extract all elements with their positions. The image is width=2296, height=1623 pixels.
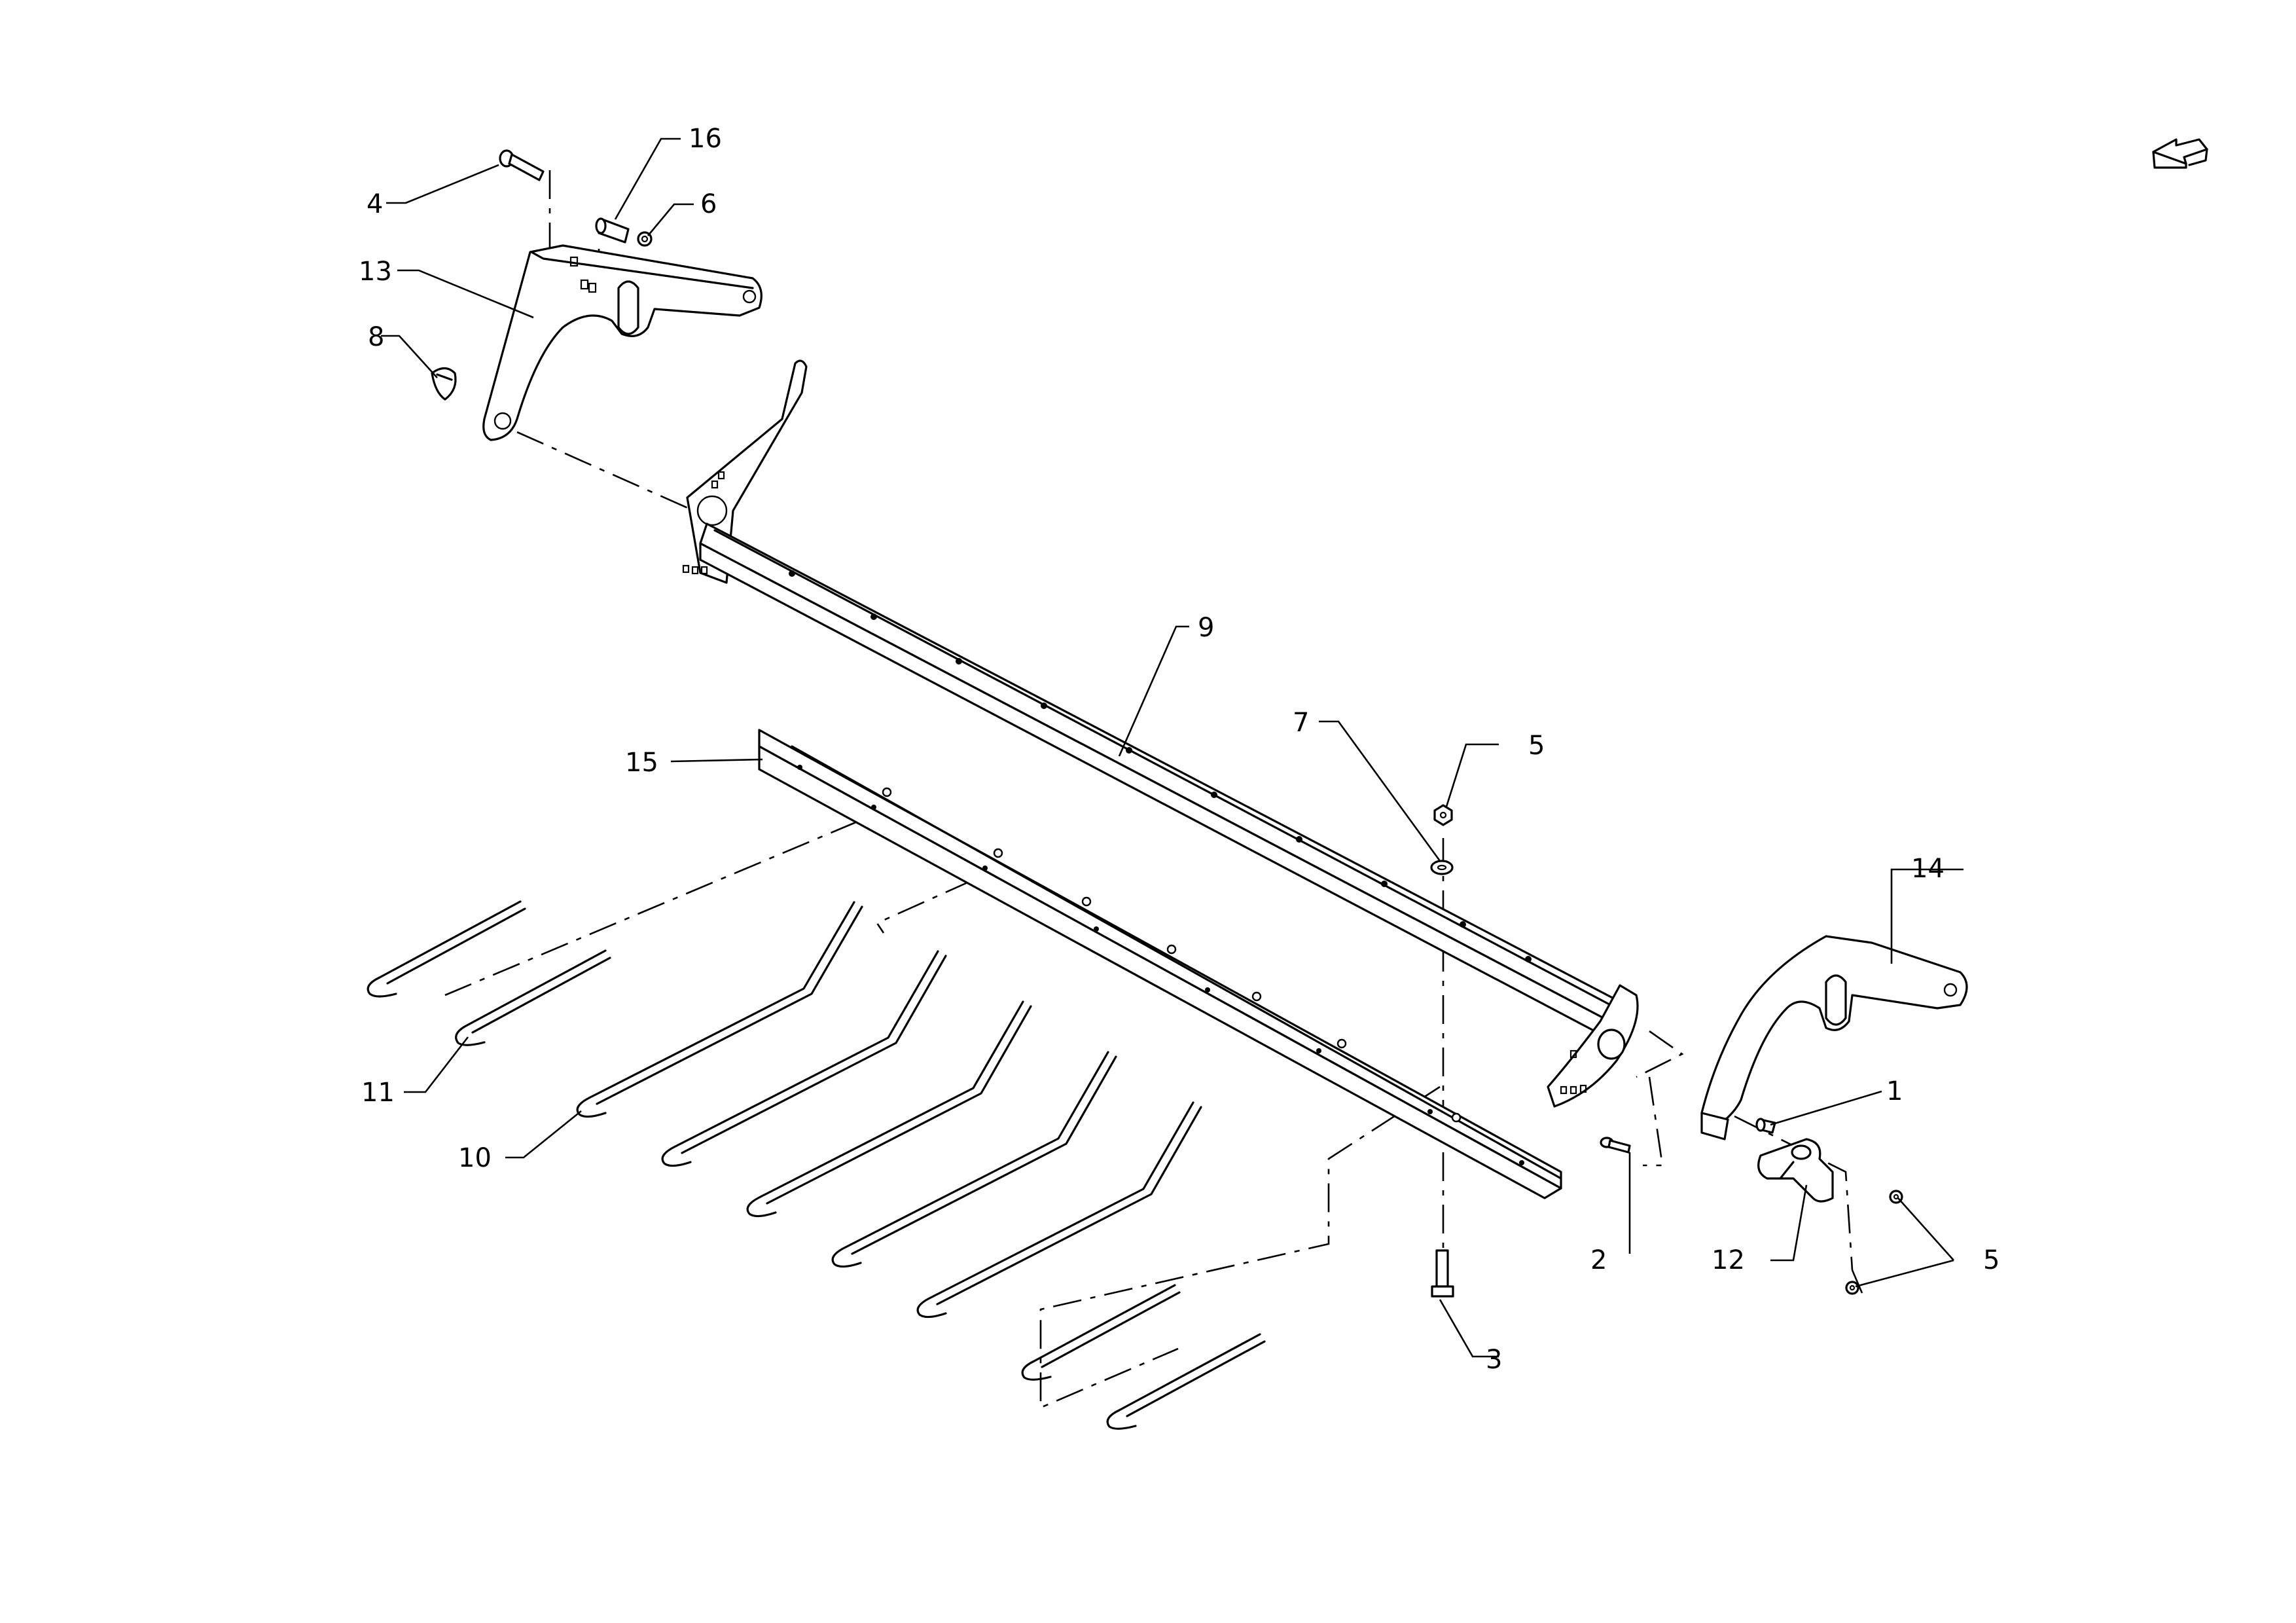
straight-tine-part-11 xyxy=(455,949,611,1046)
callout-12: 12 xyxy=(1712,1245,1745,1275)
front-direction-arrow-icon xyxy=(2152,138,2208,169)
callout-8: 8 xyxy=(368,322,384,352)
cap-part-8 xyxy=(431,367,457,401)
callout-labels: 1 2 3 4 5 5 6 7 8 9 10 11 12 13 14 15 16 xyxy=(359,124,2000,1375)
bent-tine-5 xyxy=(916,1101,1202,1319)
angle-strip-part-15 xyxy=(758,729,1562,1199)
callout-15: 15 xyxy=(625,748,658,778)
callout-5-right: 5 xyxy=(1983,1245,2000,1275)
callout-5-center: 5 xyxy=(1528,731,1545,761)
right-mounting-bracket xyxy=(1700,935,1968,1140)
callout-14: 14 xyxy=(1911,854,1945,884)
callout-3: 3 xyxy=(1486,1345,1502,1375)
callout-9: 9 xyxy=(1198,613,1214,643)
nut-part-5-center xyxy=(1433,804,1453,826)
left-mounting-bracket xyxy=(482,244,762,441)
bent-tine-part-10 xyxy=(576,901,863,1118)
straight-tine-1 xyxy=(367,900,526,998)
callout-10: 10 xyxy=(458,1143,492,1173)
callout-2: 2 xyxy=(1590,1245,1607,1275)
leader-lines xyxy=(381,137,1964,1358)
straight-tine-6 xyxy=(1021,1284,1181,1381)
bolt-part-3 xyxy=(1431,1249,1454,1298)
straight-tine-7 xyxy=(1106,1333,1266,1430)
latch-part-12 xyxy=(1757,1138,1834,1203)
callout-1: 1 xyxy=(1886,1076,1903,1106)
washer-part-7 xyxy=(1430,860,1454,875)
spacer-part-16 xyxy=(595,217,630,244)
bent-tine-2 xyxy=(661,950,947,1167)
bolt-part-1 xyxy=(1755,1118,1776,1134)
rail-hole-row xyxy=(789,570,1532,962)
callout-4: 4 xyxy=(367,189,383,219)
bolt-part-4 xyxy=(499,149,545,181)
callout-7: 7 xyxy=(1293,708,1309,738)
callout-16: 16 xyxy=(689,124,722,154)
nut-part-5-right-lower xyxy=(1845,1281,1859,1295)
bent-tine-4 xyxy=(831,1051,1117,1268)
bent-tine-3 xyxy=(746,1000,1032,1218)
bolt-part-2 xyxy=(1600,1137,1631,1154)
callout-6: 6 xyxy=(700,189,717,219)
callout-13: 13 xyxy=(359,257,392,287)
main-rail-part-9 xyxy=(682,359,1639,1108)
callout-11: 11 xyxy=(361,1078,395,1108)
